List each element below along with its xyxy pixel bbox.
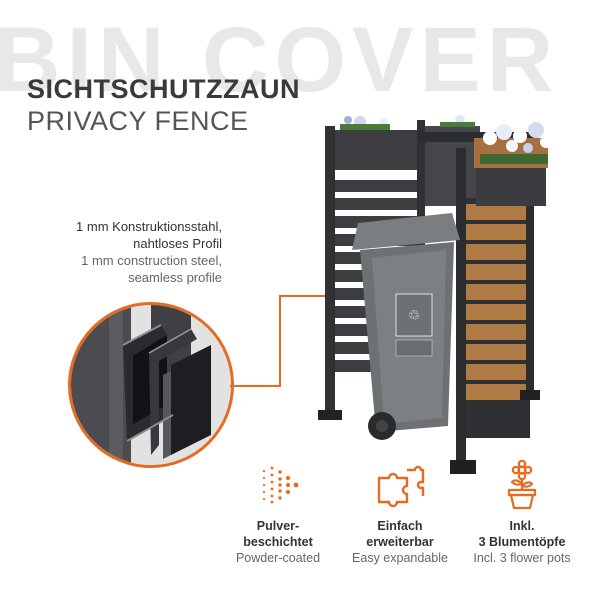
feature-flower-pots: Inkl. 3 Blumentöpfe Incl. 3 flower pots: [442, 459, 600, 566]
feature-expandable: Einfach erweiterbar Easy expandable: [320, 460, 480, 566]
spec-en-line1: 1 mm construction steel,: [81, 253, 222, 268]
steel-spec-callout: 1 mm Konstruktionsstahl, nahtloses Profi…: [22, 218, 222, 286]
spec-de-line2: nahtloses Profil: [133, 236, 222, 251]
bin-cover-product-image: ♲: [318, 113, 552, 474]
title-english: PRIVACY FENCE: [27, 106, 249, 136]
feature-label-de-line1: Einfach: [377, 519, 423, 533]
title-german: SICHTSCHUTZZAUN: [27, 74, 300, 104]
feature-label-en: Powder-coated: [235, 551, 321, 565]
feature-label-en: Easy expandable: [352, 551, 448, 565]
feature-powder-coated: Pulver- beschichtet Powder-coated: [198, 460, 358, 566]
feature-label-de-line1: Inkl.: [509, 519, 535, 533]
background-title: BIN COVER: [0, 9, 560, 111]
spec-de-line1: 1 mm Konstruktionsstahl,: [76, 219, 222, 234]
feature-label-de-line2: 3 Blumentöpfe: [478, 535, 566, 549]
feature-label-de-line1: Pulver-: [256, 519, 300, 533]
powder-coated-dots-icon: [253, 460, 303, 510]
feature-label-en: Incl. 3 flower pots: [473, 551, 571, 565]
profile-detail-image: [68, 302, 234, 468]
feature-label-de-line2: beschichtet: [243, 535, 313, 549]
flower-pot-icon: [497, 459, 547, 510]
steel-profile-illustration: [71, 305, 231, 465]
feature-label-de-line2: erweiterbar: [366, 535, 434, 549]
puzzle-icon: [375, 460, 425, 510]
features-row: Pulver- beschichtet Powder-coated Einfac…: [0, 459, 600, 600]
svg-text:♲: ♲: [408, 308, 421, 324]
spec-en-line2: seamless profile: [128, 270, 222, 285]
